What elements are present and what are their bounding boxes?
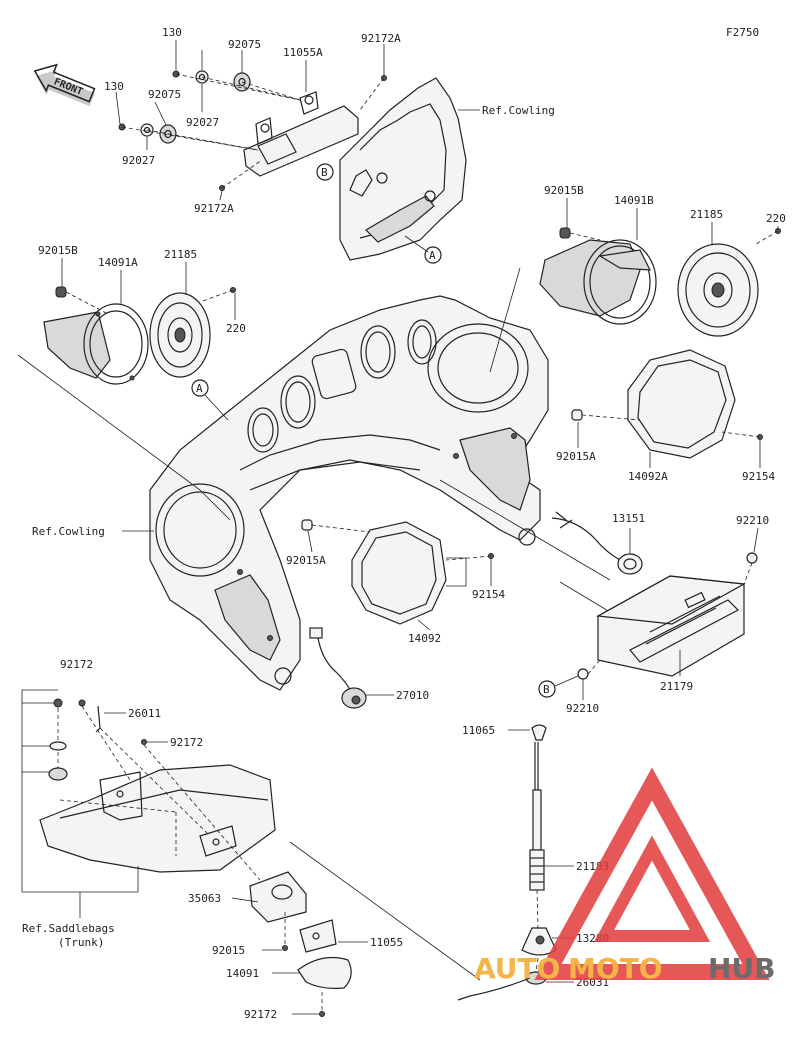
trunk-area (21, 689, 276, 918)
antenna-21183 (457, 724, 574, 1001)
label-11055: 11055 (370, 936, 403, 949)
label-92172-c: 92172 (244, 1008, 277, 1021)
label-130-b: 130 (104, 80, 124, 93)
front-arrow: FRONT (33, 63, 96, 107)
label-21185-right: 21185 (690, 208, 723, 221)
label-ref-saddlebags: Ref.Saddlebags (22, 922, 115, 935)
callout-b-top: B (316, 163, 334, 181)
label-14092: 14092 (408, 632, 441, 645)
label-92027-b: 92027 (122, 154, 155, 167)
label-92075-a: 92075 (228, 38, 261, 51)
label-14091A: 14091A (98, 256, 138, 269)
label-92154-left: 92154 (472, 588, 505, 601)
label-27010: 27010 (396, 689, 429, 702)
figure-code: F2750 (726, 26, 759, 39)
label-21185-left: 21185 (164, 248, 197, 261)
label-92172-b: 92172 (170, 736, 203, 749)
audio-unit-21179 (577, 527, 759, 700)
cowling-top-piece (339, 77, 480, 261)
label-220-left: 220 (226, 322, 246, 335)
label-92154-right: 92154 (742, 470, 775, 483)
label-14091: 14091 (226, 967, 259, 980)
label-92015A-left: 92015A (286, 554, 326, 567)
label-130-a: 130 (162, 26, 182, 39)
svg-text:A: A (196, 382, 203, 395)
callout-b-audio: B (538, 675, 579, 698)
antenna-base-group (231, 841, 481, 1017)
label-92210-top: 92210 (736, 514, 769, 527)
svg-text:B: B (543, 683, 550, 696)
top-bracket-group (115, 40, 387, 201)
label-ref-saddlebags-trunk: (Trunk) (58, 936, 104, 949)
label-220-right: 220 (766, 212, 786, 225)
label-14091B: 14091B (614, 194, 654, 207)
callout-a-fairing: A (191, 379, 229, 421)
label-26011: 26011 (128, 707, 161, 720)
label-92027-a: 92027 (186, 116, 219, 129)
label-14092A: 14092A (628, 470, 668, 483)
label-92172A-bottom: 92172A (194, 202, 234, 215)
label-92015B-right: 92015B (544, 184, 584, 197)
label-92015B-left: 92015B (38, 244, 78, 257)
watermark-auto: AUTO (474, 952, 560, 985)
callout-a-top: A (404, 235, 442, 264)
inner-fairing (149, 295, 549, 691)
label-11065: 11065 (462, 724, 495, 737)
ref-cowling-left-label: Ref.Cowling (32, 525, 105, 538)
right-speaker-group (539, 198, 781, 337)
svg-text:B: B (321, 166, 328, 179)
label-11055A: 11055A (283, 46, 323, 59)
watermark-hub: HUB (708, 952, 776, 985)
power-socket-13151 (551, 511, 643, 575)
label-21179: 21179 (660, 680, 693, 693)
label-92210-bottom: 92210 (566, 702, 599, 715)
label-92172-a: 92172 (60, 658, 93, 671)
svg-text:A: A (429, 249, 436, 262)
label-92015: 92015 (212, 944, 245, 957)
trim-14092-group (301, 519, 494, 631)
label-92172A-top: 92172A (361, 32, 401, 45)
left-speaker-group (43, 258, 236, 385)
trim-14092A-group (571, 349, 763, 468)
watermark-moto: MOTO (568, 952, 663, 985)
automotohub-watermark: AUTO MOTO HUB (474, 767, 776, 985)
label-92015A-right: 92015A (556, 450, 596, 463)
label-13151: 13151 (612, 512, 645, 525)
part-labels: 130 130 92075 92075 92027 92027 11055A 9… (22, 26, 786, 1021)
grommet-27010 (309, 627, 394, 709)
ref-cowling-top-label: Ref.Cowling (482, 104, 555, 117)
label-35063: 35063 (188, 892, 221, 905)
label-92075-b: 92075 (148, 88, 181, 101)
